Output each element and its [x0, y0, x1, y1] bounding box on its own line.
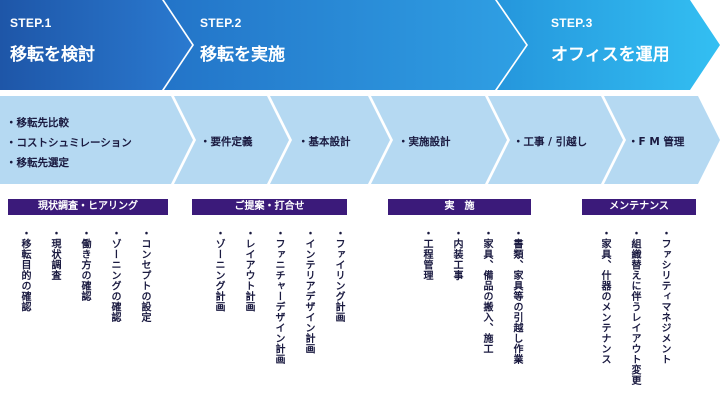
category-item: 働き方の確認: [78, 228, 90, 302]
category-item: ゾーニング計画: [212, 228, 224, 313]
step-2-label: STEP.2: [200, 16, 242, 30]
step-1-arrow: [0, 0, 192, 90]
category-header-proposal: ご提案・打合せ: [192, 199, 347, 215]
category-item: 現状調査: [48, 228, 60, 281]
timeline-item: 要件定義: [200, 134, 253, 149]
timeline-first-item: 移転先選定: [6, 155, 70, 170]
step-1-title: 移転を検討: [10, 45, 95, 65]
category-item: 移転目的の確認: [18, 228, 30, 313]
category-item: ファイリング計画: [332, 228, 344, 323]
category-item: コンセプトの設定: [138, 228, 150, 323]
category-item: レイアウト計画: [242, 228, 254, 313]
timeline-item: 工事 / 引越し: [513, 134, 588, 149]
category-item: 書類、家具等の引越し作業: [510, 228, 522, 365]
step-3-arrow: [497, 0, 720, 90]
category-item: ゾーニングの確認: [108, 228, 120, 323]
step-1-label: STEP.1: [10, 16, 52, 30]
category-item: ファシリティマネジメント: [658, 228, 670, 365]
category-item: 内装工事: [450, 228, 462, 281]
step-2-arrow: [164, 0, 526, 90]
category-item: 工程管理: [420, 228, 432, 281]
category-item: インテリアデザイン計画: [302, 228, 314, 355]
step-3-label: STEP.3: [551, 16, 593, 30]
category-header-survey: 現状調査・ヒアリング: [8, 199, 168, 215]
timeline-item: 基本設計: [298, 134, 351, 149]
timeline-item: F M 管理: [628, 134, 685, 149]
category-header-maintenance: メンテナンス: [582, 199, 696, 215]
step-3-title: オフィスを運用: [551, 45, 670, 65]
category-header-execution: 実 施: [388, 199, 531, 215]
category-item: 家具、什器のメンテナンス: [598, 228, 610, 365]
step-2-title: 移転を実施: [200, 45, 285, 65]
category-item: 組織替えに伴うレイアウト変更: [628, 228, 640, 386]
category-item: 家具、備品の搬入、施工: [480, 228, 492, 355]
timeline-first-item: コストシュミレーション: [6, 135, 132, 150]
category-item: ファニチャーデザイン計画: [272, 228, 284, 365]
timeline-first-item: 移転先比較: [6, 115, 70, 130]
timeline-item: 実施設計: [398, 134, 451, 149]
